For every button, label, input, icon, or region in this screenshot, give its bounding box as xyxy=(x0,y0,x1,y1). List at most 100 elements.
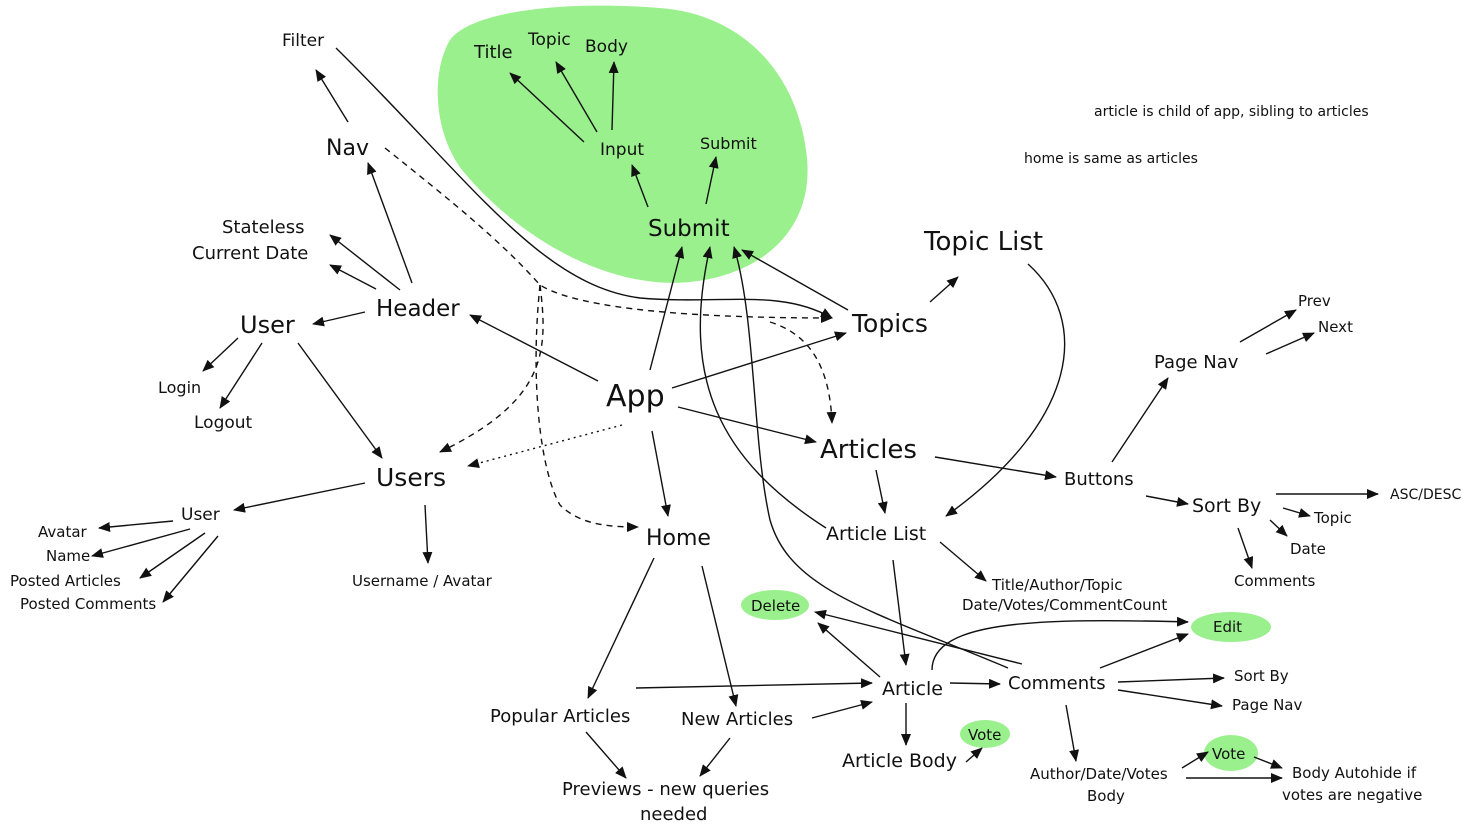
node-input: Input xyxy=(600,140,644,160)
node-previews-line2: needed xyxy=(640,804,707,825)
edge-app-users xyxy=(467,424,623,469)
node-posted-comments: Posted Comments xyxy=(20,595,156,613)
node-autohide-line2: votes are negative xyxy=(1282,786,1422,804)
node-new-articles: New Articles xyxy=(681,709,793,730)
node-articles: Articles xyxy=(820,435,917,465)
node-submit-small: Submit xyxy=(700,134,757,153)
edge-popular-previews xyxy=(585,731,627,779)
edge-articles-articlelist xyxy=(875,469,888,514)
node-title: Title xyxy=(473,42,513,63)
node-topic: Topic xyxy=(527,30,571,50)
edge-app-topics xyxy=(671,331,847,389)
vote-article-highlight xyxy=(960,720,1010,748)
edge-topics-topiclist xyxy=(929,276,959,303)
node-posted-articles: Posted Articles xyxy=(10,572,121,590)
node-edit: Edit xyxy=(1213,618,1242,636)
node-app: App xyxy=(606,379,665,414)
edge-popular-article xyxy=(635,678,873,689)
node-delete: Delete xyxy=(751,597,800,615)
edge-header-stateless xyxy=(329,234,401,291)
submit-highlight-blob xyxy=(437,5,808,283)
node-asc-desc: ASC/DESC xyxy=(1390,487,1461,503)
edge-comments-submit xyxy=(732,246,1009,669)
node-page-nav: Page Nav xyxy=(1154,352,1239,373)
edge-articles-buttons xyxy=(934,456,1057,481)
node-stateless: Stateless xyxy=(222,217,304,238)
node-nav: Nav xyxy=(326,136,369,161)
node-labels: Filter Nav Stateless Current Date Header… xyxy=(10,30,1461,825)
edge-articlelist-article xyxy=(892,559,910,666)
edge-home-new xyxy=(701,565,739,707)
node-submit: Submit xyxy=(648,216,730,242)
edge-comments-pagenav xyxy=(1117,689,1223,710)
edge-new-article xyxy=(811,700,873,719)
edge-app-articles xyxy=(677,406,817,445)
node-vote-article: Vote xyxy=(968,726,1001,744)
node-next: Next xyxy=(1318,318,1353,336)
edge-app-header xyxy=(469,314,599,382)
node-header: Header xyxy=(376,296,460,322)
node-comments-page-nav: Page Nav xyxy=(1232,696,1302,714)
node-author-date-line2: Body xyxy=(1087,787,1125,805)
note-home-same: home is same as articles xyxy=(1024,151,1198,167)
edge-users-user xyxy=(233,482,366,513)
edge-app-home xyxy=(651,430,671,517)
node-vote-comment: Vote xyxy=(1212,745,1245,763)
edit-highlight xyxy=(1191,612,1271,642)
edge-comments-delete xyxy=(814,609,1023,665)
node-sort-by: Sort By xyxy=(1192,495,1261,517)
edge-user-logout xyxy=(219,342,263,409)
edge-filter-topics-curve xyxy=(335,47,833,319)
edge-header-currentdate xyxy=(329,264,377,290)
edge-header-user xyxy=(312,311,366,327)
edge-pagenav-prev xyxy=(1239,309,1297,343)
edge-articlelist-titleauthor xyxy=(939,541,987,582)
edge-usersub-avatar xyxy=(98,520,174,532)
node-current-date: Current Date xyxy=(192,243,308,264)
edge-authordate-vote xyxy=(1181,751,1209,769)
node-sort-comments: Comments xyxy=(1234,572,1315,590)
node-article: Article xyxy=(882,678,943,700)
edge-app-submit xyxy=(649,246,685,371)
node-body: Body xyxy=(585,37,628,57)
edge-users-username-avatar xyxy=(422,504,433,564)
edge-sortby-date xyxy=(1269,519,1288,537)
edge-dashed-users xyxy=(439,284,544,453)
edge-comments-sortby xyxy=(1117,673,1225,684)
delete-highlight xyxy=(741,590,809,620)
node-name: Name xyxy=(46,547,90,565)
edge-article-edit xyxy=(931,616,1189,671)
node-users: Users xyxy=(376,463,446,492)
edge-header-nav xyxy=(367,162,413,284)
edge-comments-edit xyxy=(1099,633,1189,669)
node-article-list: Article List xyxy=(826,523,926,545)
edge-dashed-articles xyxy=(769,321,837,424)
edge-usersub-posted-articles xyxy=(139,532,206,579)
node-topic-list: Topic List xyxy=(923,227,1043,257)
edge-vote-autohide xyxy=(1253,756,1283,769)
edge-articlebody-vote xyxy=(965,747,983,763)
edge-article-comments xyxy=(949,678,1001,689)
note-article-child: article is child of app, sibling to arti… xyxy=(1094,104,1369,120)
node-logout: Logout xyxy=(194,413,253,433)
node-topics: Topics xyxy=(851,309,928,338)
node-buttons: Buttons xyxy=(1064,469,1134,490)
edge-buttons-pagenav xyxy=(1111,377,1169,463)
node-previews-line1: Previews - new queries xyxy=(562,779,769,800)
edges xyxy=(91,47,1379,783)
edge-submit-submitsmall xyxy=(705,156,719,205)
node-title-author-line2: Date/Votes/CommentCount xyxy=(962,596,1167,614)
edge-topics-submit xyxy=(741,249,849,311)
node-sort-date: Date xyxy=(1290,540,1326,558)
edge-topiclist-articlelist xyxy=(945,263,1066,517)
edge-submit-input xyxy=(631,164,649,208)
node-article-body: Article Body xyxy=(842,750,957,772)
node-popular-articles: Popular Articles xyxy=(490,706,630,727)
node-autohide-line1: Body Autohide if xyxy=(1292,764,1417,782)
edge-pagenav-next xyxy=(1265,332,1315,355)
node-comments-sort-by: Sort By xyxy=(1234,667,1289,685)
node-login: Login xyxy=(158,378,201,397)
edge-comments-authordate xyxy=(1065,704,1079,762)
